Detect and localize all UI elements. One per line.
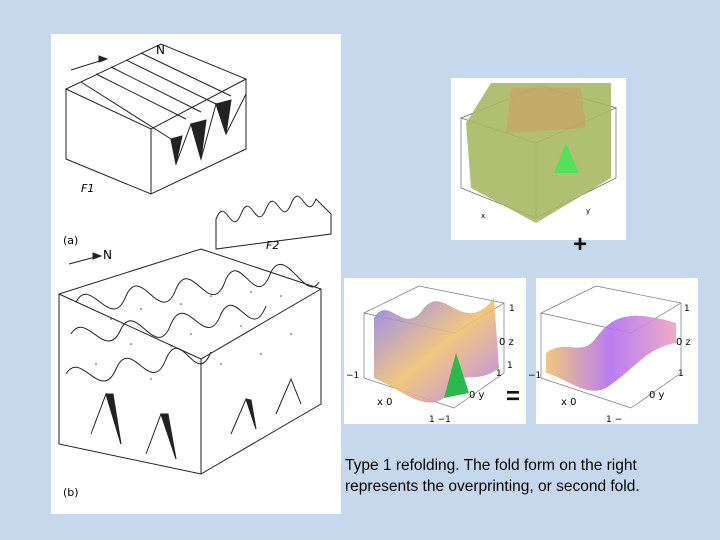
figure-caption: Type 1 refolding. The fold form on the r… [345,457,640,495]
plot-right-z-label: 0 z [676,337,691,348]
plot-right-box [539,285,682,409]
block-b [58,248,322,475]
plot-left-y-label: 0 y [469,390,485,401]
fold2-surface-drawing: 1 0 z 1 −1 x 0 0 y 1 − [528,285,691,425]
plot-right-zmin: 1 [678,369,684,379]
plot-top-y-label: y [586,207,590,215]
north-label-a: N [156,43,165,57]
fold1-crest [554,143,579,173]
plot-left-y-tick: 1 [496,369,502,379]
refolded-crest [444,353,469,398]
fold-sketch-panel: N F1 F2 (a) N (b) [51,34,341,514]
equals-operator: = [506,383,521,410]
refolded-surface-drawing: 1 0 z 1 1 −1 x 0 0 y 1 −1 [346,285,515,425]
refolded-surface [374,298,499,403]
fold-sketch-drawing: N F1 F2 (a) N (b) [58,43,332,499]
plus-operator: + [573,231,588,258]
plot-right-bottom-label: 1 − [606,415,622,425]
fold2-surface [546,315,676,391]
fold2-label: F2 [266,239,279,252]
plot-left-zmin: 1 [507,361,513,371]
block-a [64,43,248,195]
north-label-b: N [103,248,112,262]
fold1-surface-shade [506,88,586,133]
plot-top-x-label: x [481,212,485,220]
fold1-surface-drawing: x y [459,83,618,223]
plot-right-zmax: 1 [684,304,690,314]
panel-a-label: (a) [63,234,78,247]
plot-left-x-label: x 0 [377,397,392,408]
plot-right-x-label: x 0 [561,397,576,408]
fold1-surface-plot: x y [451,78,626,240]
plot-left-bottom-label: 1 −1 [429,415,451,425]
plot-left-zmax: 1 [509,304,515,314]
plot-right-y-label: 0 y [649,390,665,401]
fold2-surface-plot: 1 0 z 1 −1 x 0 0 y 1 − [528,278,698,425]
fold2-inset [215,195,332,250]
fold1-label: F1 [81,182,94,195]
refolded-surface-plot: 1 0 z 1 1 −1 x 0 0 y 1 −1 [344,278,526,425]
plot-right-x-tick: −1 [528,371,541,381]
plot-left-x-tick: −1 [346,371,359,381]
stipple-texture [95,291,292,380]
plot-left-z-label: 0 z [499,337,514,348]
panel-b-label: (b) [63,486,79,499]
